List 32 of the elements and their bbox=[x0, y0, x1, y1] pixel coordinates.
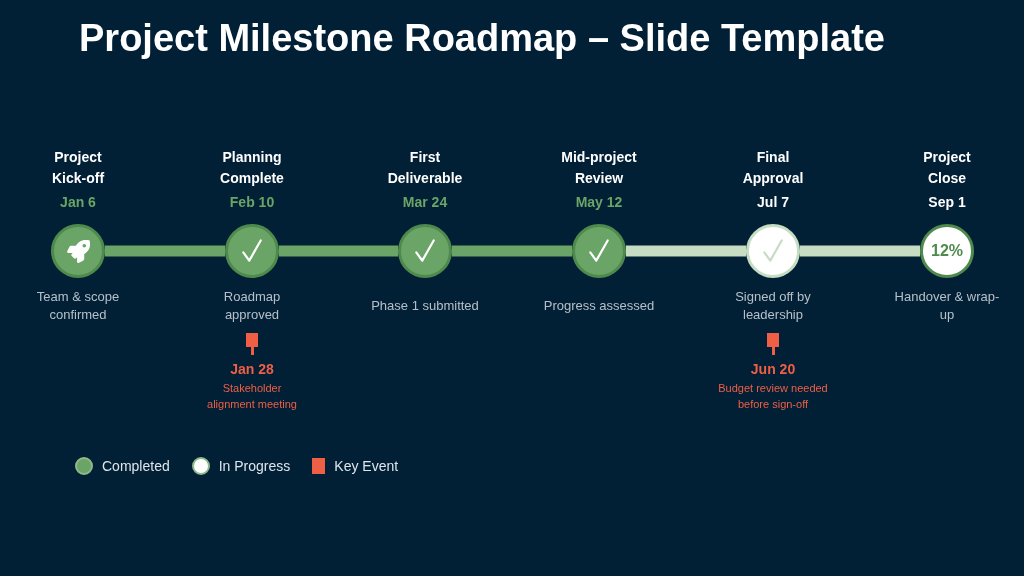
timeline-segment bbox=[800, 245, 920, 257]
legend-label: Completed bbox=[102, 457, 170, 476]
milestone-description: Phase 1 submitted bbox=[371, 297, 479, 315]
event-date: Jan 28 bbox=[229, 360, 275, 378]
event-description: Budget review needed before sign-off bbox=[717, 381, 829, 412]
milestone-description: Progress assessed bbox=[543, 297, 655, 315]
event-date: Jun 20 bbox=[749, 360, 797, 378]
milestone-description: Handover & wrap-up bbox=[893, 288, 1001, 324]
milestone-date: May 12 bbox=[574, 193, 624, 211]
milestone-title: Project Close bbox=[922, 148, 972, 188]
legend-label: In Progress bbox=[218, 457, 291, 476]
timeline-segment bbox=[626, 245, 746, 257]
page-title: Project Milestone Roadmap – Slide Template bbox=[79, 16, 885, 61]
legend-label: Key Event bbox=[334, 457, 399, 476]
event-description: Stakeholder alignment meeting bbox=[206, 381, 298, 412]
milestone-title: Final Approval bbox=[741, 148, 805, 188]
milestone-date: Jul 7 bbox=[756, 193, 790, 211]
milestone-title: Planning Complete bbox=[219, 148, 285, 188]
milestone-description: Team & scope confirmed bbox=[35, 288, 121, 324]
milestone-date: Jan 6 bbox=[59, 193, 97, 211]
percent-label: 12% bbox=[931, 243, 963, 259]
timeline-segment bbox=[279, 245, 398, 257]
timeline-segment bbox=[452, 245, 572, 257]
milestone-date: Feb 10 bbox=[228, 193, 276, 211]
milestone-date: Sep 1 bbox=[927, 193, 967, 211]
milestone-title: First Deliverable bbox=[386, 148, 464, 188]
milestone-title: Mid-project Review bbox=[560, 148, 638, 188]
milestone-description: Roadmap approved bbox=[222, 288, 282, 324]
milestone-description: Signed off by leadership bbox=[734, 288, 812, 324]
milestone-date: Mar 24 bbox=[401, 193, 449, 211]
milestone-title: Project Kick-off bbox=[50, 148, 106, 188]
timeline-segment bbox=[105, 245, 225, 257]
